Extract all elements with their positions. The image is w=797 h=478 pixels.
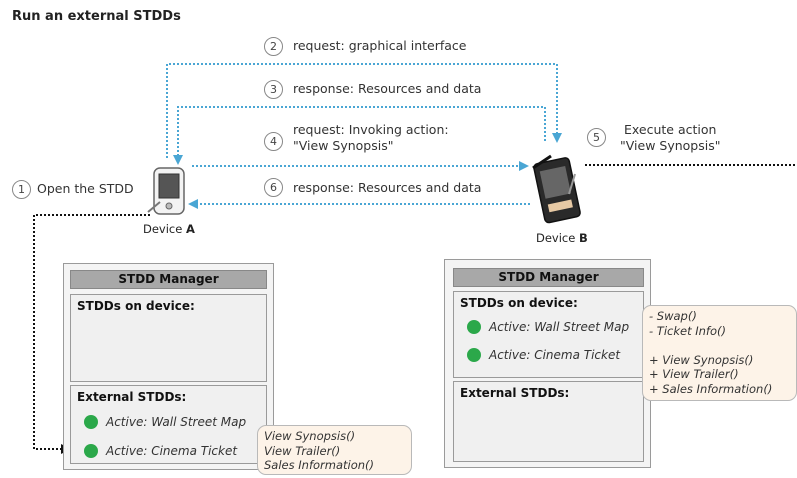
menu-item-view-trailer[interactable]: View Trailer() [264,443,341,458]
active-status-icon [467,320,481,334]
arrow-request-interface [166,63,562,158]
step-5-label-line2: "View Synopsis" [620,138,721,153]
device-b-label: Device B [536,231,588,245]
menu-item-ticket-info[interactable]: - Ticket Info() [649,323,726,338]
step-3-label: response: Resources and data [293,81,482,96]
manager-b-external-section: External STDDs: [453,381,644,462]
pda-device-icon [147,167,185,215]
manager-b-on-device-section: STDDs on device: Active: Wall Street Map… [453,291,644,378]
step-3-number: 3 [264,80,283,99]
external-item-cinema-ticket[interactable]: Active: Cinema Ticket [106,444,238,458]
menu-item-view-synopsis[interactable]: + View Synopsis() [649,352,754,367]
menu-item-view-synopsis[interactable]: View Synopsis() [264,429,356,443]
step-2-label: request: graphical interface [293,38,467,53]
active-status-icon [84,415,98,429]
manager-a-on-device-title: STDDs on device: [77,299,195,313]
step-1-label: Open the STDD [37,181,134,196]
step-4-number: 4 [264,132,283,151]
menu-spacer [649,338,790,353]
stdd-manager-b: STDD Manager STDDs on device: Active: Wa… [444,259,651,468]
device-a-label: Device A [143,222,195,236]
manager-a-on-device-section: STDDs on device: [70,294,267,382]
link-device-a-to-manager [33,214,150,454]
active-status-icon [467,348,481,362]
step-6-label: response: Resources and data [293,180,482,195]
manager-b-on-device-title: STDDs on device: [460,296,578,310]
step-5-number: 5 [587,128,606,147]
manager-a-external-section: External STDDs: Active: Wall Street Map … [70,385,267,464]
menu-item-sales-information[interactable]: Sales Information() [264,458,375,472]
external-item-wall-street-map[interactable]: Active: Wall Street Map [106,415,247,429]
manager-b-header: STDD Manager [453,268,644,287]
manager-b-external-title: External STDDs: [460,386,570,400]
menu-item-sales-information[interactable]: + Sales Information() [649,381,773,396]
manager-a-external-title: External STDDs: [77,390,187,404]
step-1-number: 1 [12,180,31,199]
active-status-icon [84,444,98,458]
step-4-label-line2: "View Synopsis" [293,138,394,153]
step-5-label-line1: Execute action [624,122,717,137]
tablet-device-icon [532,154,581,224]
device-item-cinema-ticket[interactable]: Active: Cinema Ticket [489,348,621,362]
device-item-wall-street-map[interactable]: Active: Wall Street Map [489,320,630,334]
stdd-manager-a: STDD Manager STDDs on device: External S… [63,263,274,470]
context-menu-a: View Synopsis() View Trailer() Sales Inf… [257,425,412,475]
menu-item-view-trailer[interactable]: + View Trailer() [649,367,739,382]
step-6-number: 6 [264,178,283,197]
step-4-label-line1: request: Invoking action: [293,122,449,137]
manager-a-header: STDD Manager [70,270,267,289]
arrow-response-resources [173,106,546,165]
diagram-title: Run an external STDDs [12,9,181,24]
menu-item-swap[interactable]: - Swap() [649,309,697,323]
step-2-number: 2 [264,37,283,56]
context-menu-b: - Swap() - Ticket Info() + View Synopsis… [642,305,797,401]
